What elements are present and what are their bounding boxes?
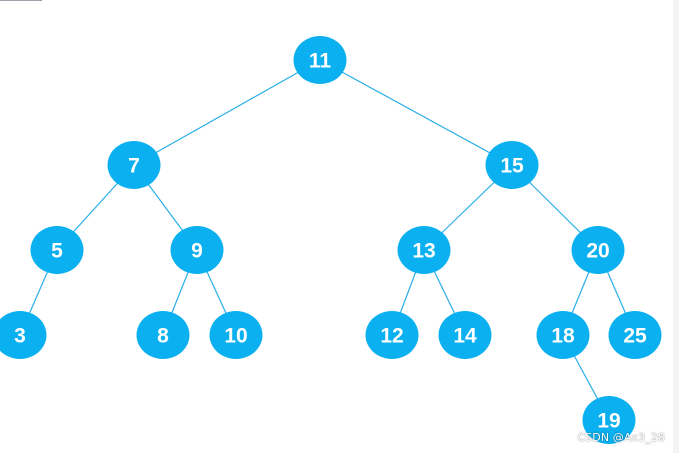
tree-node-13: 13 xyxy=(397,226,451,274)
node-label: 7 xyxy=(128,155,140,178)
node-circle xyxy=(170,226,224,274)
node-label: 8 xyxy=(157,325,169,348)
tree-node-9: 9 xyxy=(170,226,224,274)
edge-11-7 xyxy=(133,59,321,166)
node-circle xyxy=(485,141,539,189)
node-label: 12 xyxy=(380,325,403,348)
node-label: 9 xyxy=(191,240,203,263)
node-circle xyxy=(438,311,492,359)
node-circle xyxy=(582,396,636,444)
edges-layer xyxy=(19,59,636,421)
node-circle xyxy=(536,311,590,359)
node-label: 20 xyxy=(586,240,609,263)
tree-node-11: 11 xyxy=(293,36,347,84)
node-label: 11 xyxy=(309,50,332,73)
node-circle xyxy=(209,311,263,359)
watermark-text: CSDN @Ax3_28 xyxy=(577,431,665,444)
node-label: 13 xyxy=(412,240,435,263)
edge-11-15 xyxy=(319,59,513,166)
node-label: 25 xyxy=(623,325,647,348)
node-circle xyxy=(136,311,190,359)
node-label: 5 xyxy=(51,240,63,263)
node-label: 15 xyxy=(500,155,524,178)
tree-node-15: 15 xyxy=(485,141,539,189)
node-label: 19 xyxy=(597,410,620,433)
tree-node-7: 7 xyxy=(107,141,161,189)
node-circle xyxy=(365,311,419,359)
right-edge-strip xyxy=(673,0,679,453)
node-circle xyxy=(30,226,84,274)
node-circle xyxy=(107,141,161,189)
node-label: 10 xyxy=(224,325,247,348)
tree-node-18: 18 xyxy=(536,311,590,359)
node-circle xyxy=(293,36,347,84)
top-divider-line xyxy=(0,0,42,1)
node-label: 3 xyxy=(14,325,26,348)
tree-node-8: 8 xyxy=(136,311,190,359)
node-circle xyxy=(608,311,662,359)
tree-node-20: 20 xyxy=(571,226,625,274)
tree-node-14: 14 xyxy=(438,311,492,359)
nodes-layer: 11 7 15 5 9 13 20 3 8 10 12 14 18 25 19 xyxy=(0,36,662,444)
node-label: 18 xyxy=(551,325,575,348)
node-circle xyxy=(571,226,625,274)
tree-node-10: 10 xyxy=(209,311,263,359)
node-circle xyxy=(397,226,451,274)
tree-node-19: 19 xyxy=(582,396,636,444)
tree-node-12: 12 xyxy=(365,311,419,359)
tree-node-25: 25 xyxy=(608,311,662,359)
node-label: 14 xyxy=(453,325,477,348)
tree-node-3: 3 xyxy=(0,311,47,359)
tree-node-5: 5 xyxy=(30,226,84,274)
node-circle xyxy=(0,311,47,359)
